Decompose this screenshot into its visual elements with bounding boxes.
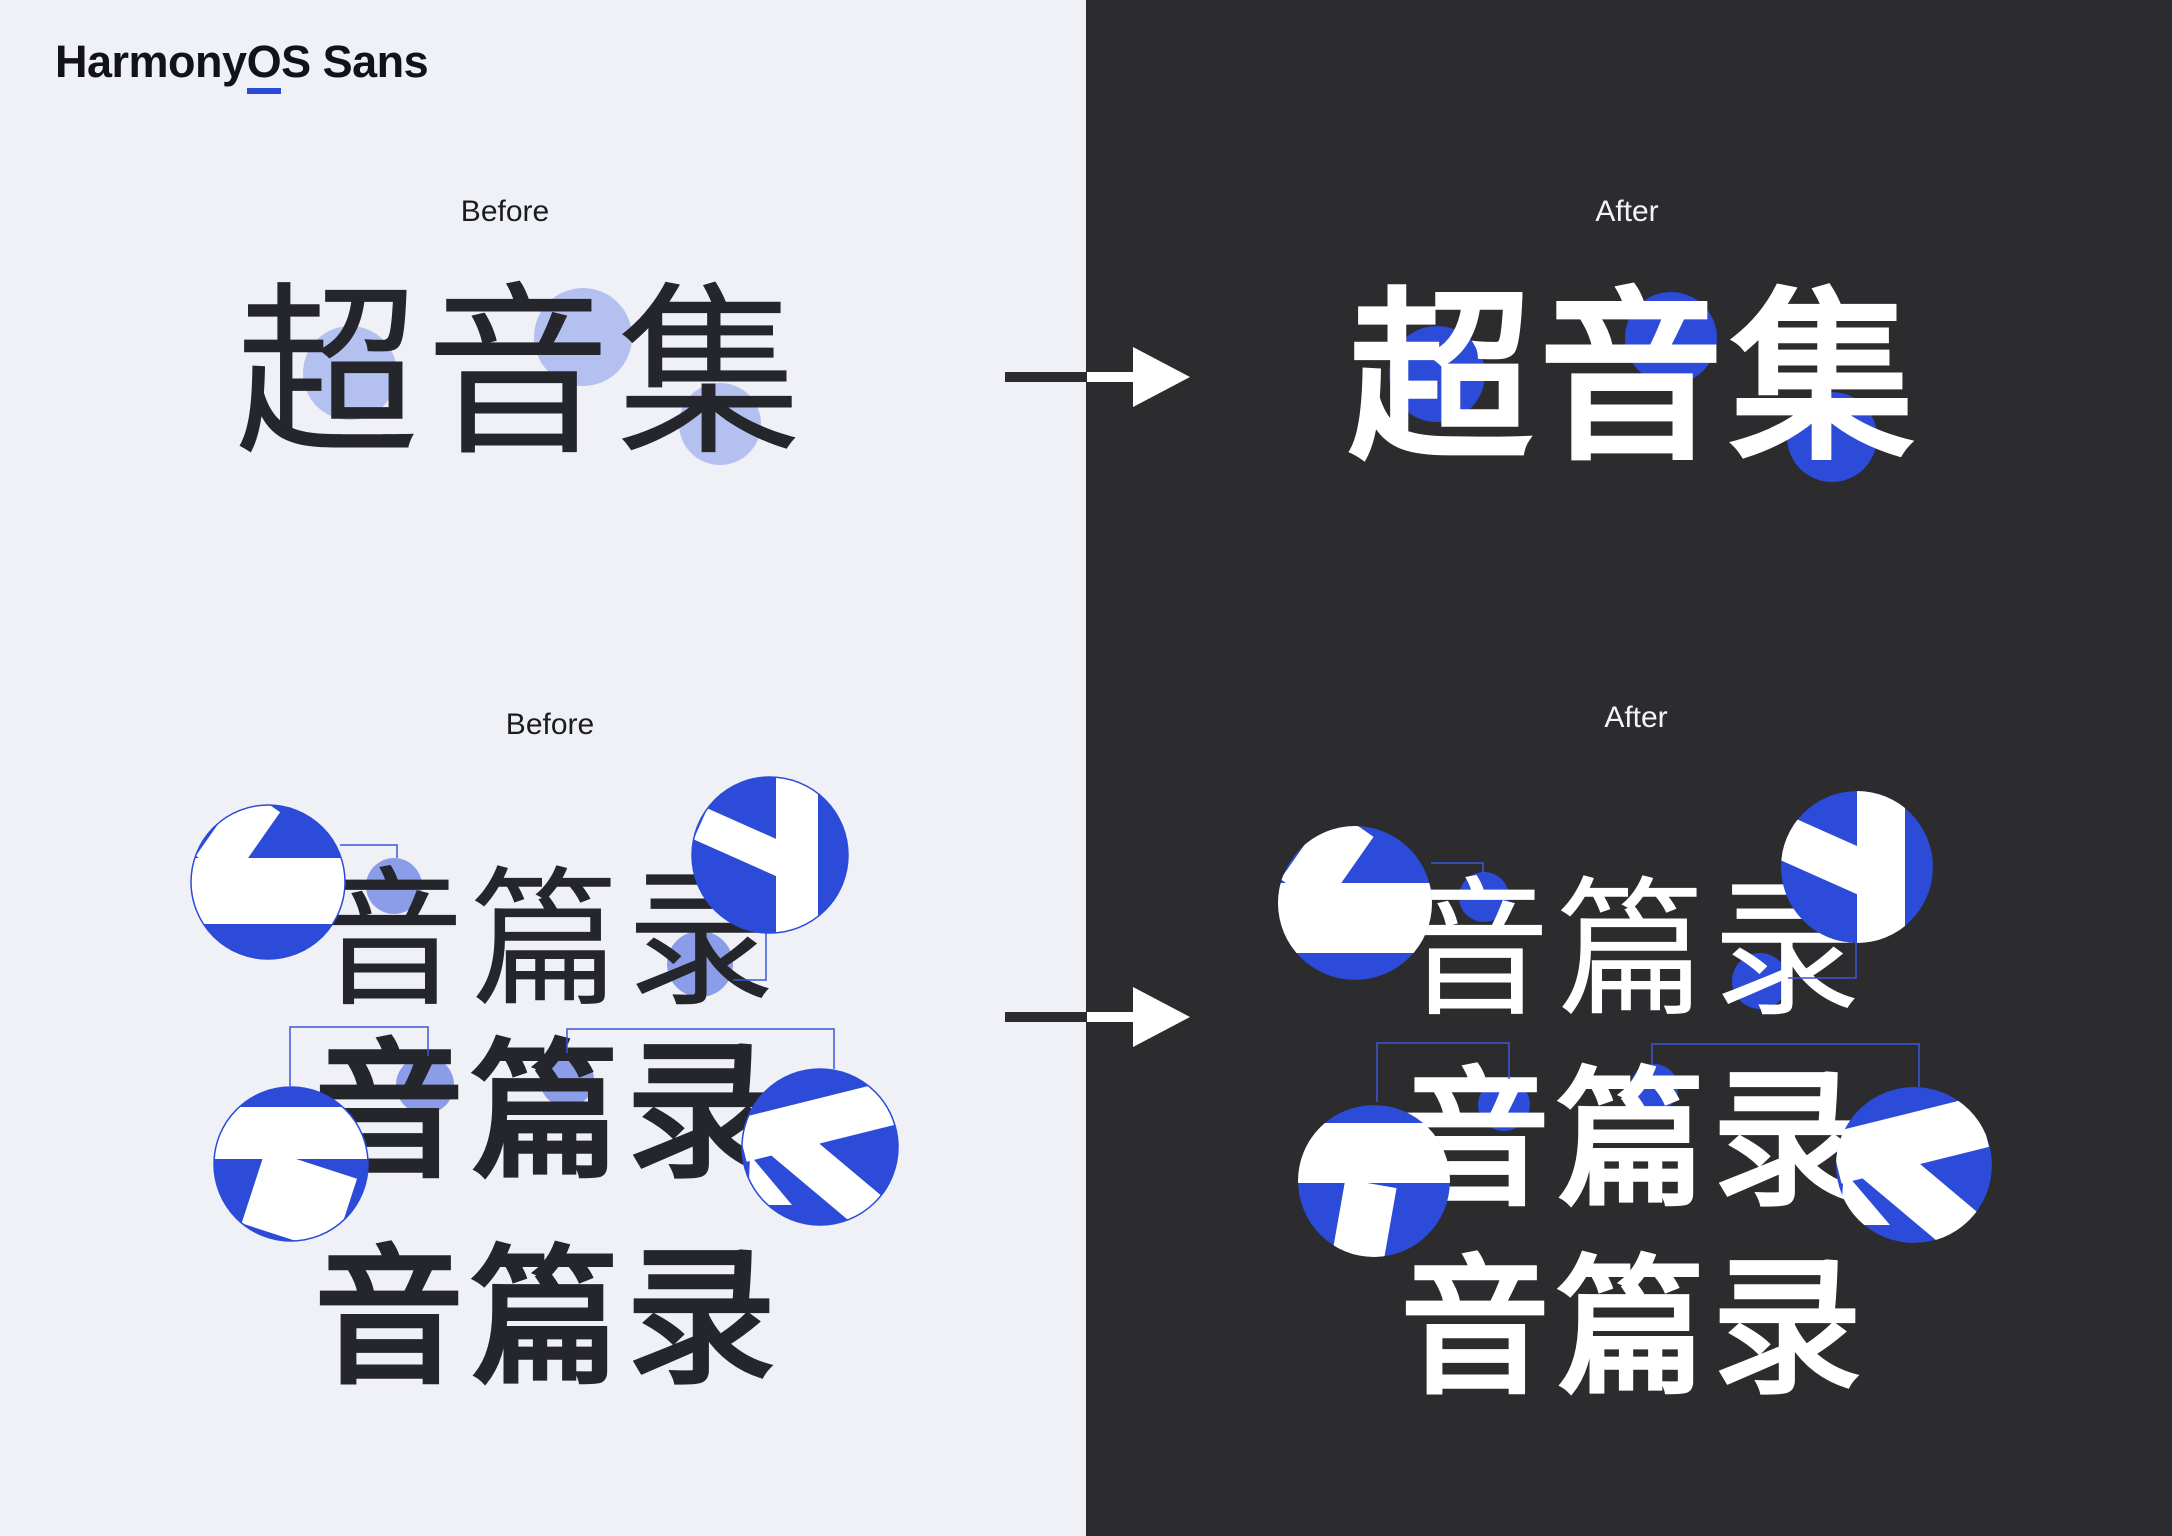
highlight-circle bbox=[1459, 872, 1509, 922]
stroke-detail-magnifier bbox=[691, 776, 849, 934]
highlight-circle bbox=[1787, 392, 1877, 482]
logo-text-part2: S Sans bbox=[281, 36, 429, 87]
headline-after: 超音集 bbox=[1347, 276, 1921, 483]
after-label-top: After bbox=[1595, 195, 1659, 228]
logo-underlined-o: O bbox=[246, 37, 282, 94]
weight-row-light-after: 音篇录 bbox=[1399, 866, 1869, 1034]
highlight-circle bbox=[1625, 292, 1717, 384]
weight-row-regular-after: 音篇录 bbox=[1399, 1056, 1869, 1224]
highlight-circle bbox=[1389, 326, 1485, 422]
highlight-circle bbox=[366, 858, 422, 914]
stroke-detail-magnifier bbox=[190, 804, 346, 960]
logo-text-part1: Harmony bbox=[55, 36, 247, 87]
weight-row-light-before: 音篇录 bbox=[313, 856, 783, 1024]
weight-row-bold-before: 音篇录 bbox=[313, 1234, 783, 1402]
highlight-circle bbox=[679, 383, 761, 465]
weight-row-regular-before: 音篇录 bbox=[313, 1028, 783, 1196]
highlight-circle bbox=[667, 931, 733, 997]
after-label-bottom: After bbox=[1604, 701, 1668, 734]
highlight-circle bbox=[303, 326, 397, 420]
before-label-top: Before bbox=[460, 195, 550, 228]
before-label-bottom: Before bbox=[505, 708, 595, 741]
stroke-detail-magnifier bbox=[1298, 1105, 1450, 1257]
stroke-detail-magnifier bbox=[1781, 791, 1933, 943]
harmonyos-sans-logo: HarmonyOS Sans bbox=[55, 36, 429, 94]
headline-before: 超音集 bbox=[234, 271, 808, 478]
stroke-detail-magnifier bbox=[741, 1068, 899, 1226]
highlight-circle bbox=[1732, 953, 1788, 1009]
weight-row-bold-after: 音篇录 bbox=[1399, 1244, 1869, 1412]
stroke-detail-magnifier bbox=[213, 1086, 369, 1242]
after-panel bbox=[1086, 0, 2172, 1536]
stroke-detail-magnifier bbox=[1278, 826, 1432, 980]
stroke-detail-magnifier bbox=[1836, 1087, 1992, 1243]
highlight-circle bbox=[534, 288, 632, 386]
before-panel bbox=[0, 0, 1086, 1536]
